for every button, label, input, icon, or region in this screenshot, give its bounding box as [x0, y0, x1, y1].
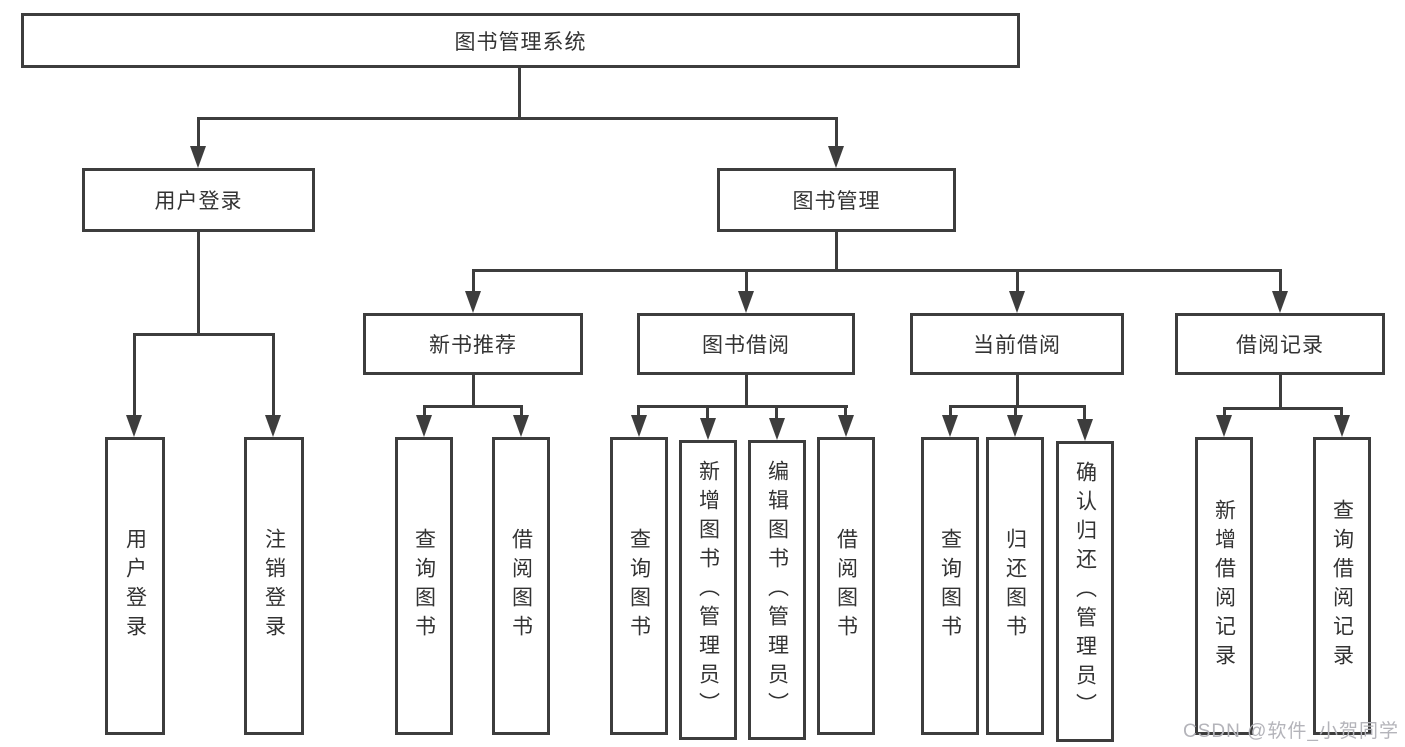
connector-line	[472, 269, 475, 293]
connector-line	[1340, 407, 1343, 417]
connector-line	[133, 333, 136, 417]
connector-line	[272, 333, 275, 417]
arrowhead-down-icon	[1007, 415, 1023, 437]
connector-line	[949, 405, 952, 417]
connector-line	[1014, 405, 1017, 417]
arrowhead-down-icon	[942, 415, 958, 437]
connector-line	[835, 232, 838, 271]
node-book-management: 图书管理	[717, 168, 956, 232]
node-query-books-recommend: 查询图书	[395, 437, 453, 735]
node-user-login-action: 用户登录	[105, 437, 165, 735]
node-add-books-admin: 新增图书（管理员）	[679, 440, 737, 740]
connector-line	[197, 117, 200, 148]
node-query-books-current: 查询图书	[921, 437, 979, 735]
node-book-borrowing: 图书借阅	[637, 313, 855, 375]
node-return-books: 归还图书	[986, 437, 1044, 735]
node-label: 用户登录	[123, 528, 147, 644]
arrowhead-down-icon	[265, 415, 281, 437]
arrowhead-down-icon	[828, 146, 844, 168]
node-borrow-books-borrowing: 借阅图书	[817, 437, 875, 735]
arrowhead-down-icon	[1272, 291, 1288, 313]
node-current-borrowing: 当前借阅	[910, 313, 1124, 375]
arrowhead-down-icon	[700, 418, 716, 440]
node-label: 查询借阅记录	[1330, 499, 1354, 673]
connector-line	[472, 375, 475, 407]
arrowhead-down-icon	[838, 415, 854, 437]
connector-line	[133, 333, 274, 336]
connector-line	[1223, 407, 1226, 417]
arrowhead-down-icon	[416, 415, 432, 437]
connector-line	[1223, 407, 1343, 410]
node-label: 注销登录	[262, 528, 286, 644]
arrowhead-down-icon	[1216, 415, 1232, 437]
connector-line	[835, 117, 838, 148]
node-label: 查询图书	[938, 528, 962, 644]
connector-line	[638, 405, 848, 408]
arrowhead-down-icon	[769, 418, 785, 440]
node-user-login: 用户登录	[82, 168, 315, 232]
arrowhead-down-icon	[1077, 419, 1093, 441]
watermark: CSDN @软件_小贺同学	[1183, 721, 1399, 742]
node-logout: 注销登录	[244, 437, 304, 735]
connector-line	[1016, 269, 1019, 293]
arrowhead-down-icon	[465, 291, 481, 313]
node-confirm-return-admin: 确认归还（管理员）	[1056, 441, 1114, 742]
connector-line	[1016, 375, 1019, 407]
connector-line	[520, 405, 523, 417]
connector-line	[745, 269, 748, 293]
node-borrow-books-recommend: 借阅图书	[492, 437, 550, 735]
node-query-borrow-record: 查询借阅记录	[1313, 437, 1371, 735]
node-label: 归还图书	[1003, 528, 1027, 644]
node-label: 借阅图书	[509, 528, 533, 644]
connector-line	[775, 405, 778, 419]
node-label: 借阅图书	[834, 528, 858, 644]
arrowhead-down-icon	[513, 415, 529, 437]
node-new-book-recommend: 新书推荐	[363, 313, 583, 375]
arrowhead-down-icon	[631, 415, 647, 437]
connector-line	[423, 405, 426, 417]
arrowhead-down-icon	[190, 146, 206, 168]
connector-line	[1279, 375, 1282, 409]
connector-line	[423, 405, 523, 408]
node-label: 查询图书	[627, 528, 651, 644]
connector-line	[844, 405, 847, 417]
connector-line	[197, 232, 200, 336]
node-label: 编辑图书（管理员）	[765, 459, 789, 721]
connector-line	[745, 375, 748, 407]
node-borrowing-records: 借阅记录	[1175, 313, 1385, 375]
connector-line	[949, 405, 1086, 408]
connector-line	[1279, 269, 1282, 293]
arrowhead-down-icon	[738, 291, 754, 313]
arrowhead-down-icon	[1334, 415, 1350, 437]
arrowhead-down-icon	[126, 415, 142, 437]
node-library-system: 图书管理系统	[21, 13, 1020, 68]
connector-line	[197, 117, 837, 120]
connector-line	[472, 269, 1282, 272]
node-label: 确认归还（管理员）	[1073, 461, 1097, 722]
connector-line	[518, 68, 521, 118]
connector-line	[1083, 405, 1086, 421]
node-label: 查询图书	[412, 528, 436, 644]
node-add-borrow-record: 新增借阅记录	[1195, 437, 1253, 735]
node-label: 新增图书（管理员）	[696, 459, 720, 721]
arrowhead-down-icon	[1009, 291, 1025, 313]
node-label: 新增借阅记录	[1212, 499, 1236, 673]
node-query-books-borrowing: 查询图书	[610, 437, 668, 735]
connector-line	[637, 405, 640, 417]
node-edit-books-admin: 编辑图书（管理员）	[748, 440, 806, 740]
connector-line	[706, 405, 709, 419]
